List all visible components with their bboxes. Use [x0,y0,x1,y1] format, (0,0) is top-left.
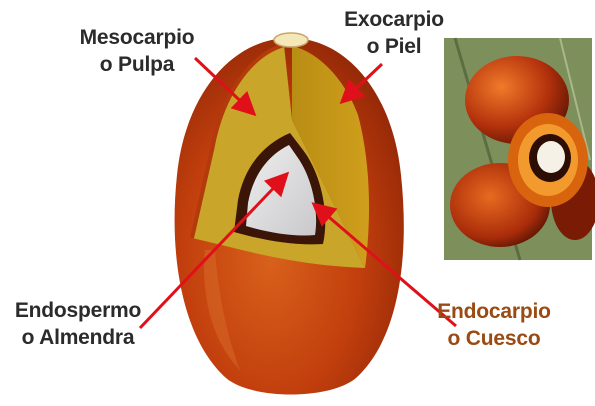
label-exocarp-line2: o Piel [336,33,452,60]
label-endocarp: Endocarpio o Cuesco [424,298,564,352]
stem-cap [274,33,308,47]
label-exocarp-line1: Exocarpio [336,6,452,33]
palm-fruit-photo [444,38,595,260]
label-endosperm-line2: o Almendra [4,324,152,351]
label-endocarp-line2: o Cuesco [424,325,564,352]
fruit-body [175,33,404,395]
label-mesocarp-line2: o Pulpa [72,51,202,78]
fruit-photo-kernel [537,141,565,173]
label-exocarp: Exocarpio o Piel [336,6,452,60]
label-mesocarp-line1: Mesocarpio [72,24,202,51]
label-endocarp-line1: Endocarpio [424,298,564,325]
label-mesocarp: Mesocarpio o Pulpa [72,24,202,78]
label-endosperm-line1: Endospermo [4,297,152,324]
label-endosperm: Endospermo o Almendra [4,297,152,351]
